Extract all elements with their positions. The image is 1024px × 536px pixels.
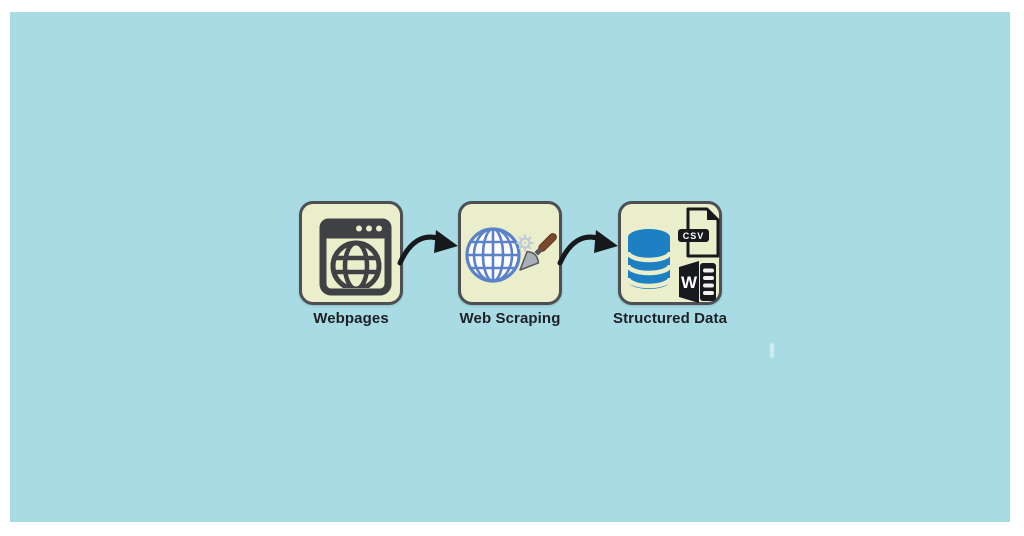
- csv-file-icon: CSV: [678, 207, 720, 258]
- browser-window-globe-icon: [319, 218, 392, 296]
- word-letter-text: W: [681, 273, 698, 292]
- database-icon: [625, 229, 673, 289]
- flow-node-web-scraping: [458, 201, 562, 305]
- word-doc-icon: W: [679, 261, 716, 303]
- flow-arrow-1: [397, 230, 458, 266]
- flow-arrow-2: [557, 230, 618, 266]
- globe-gear-scraper-icon: [465, 227, 557, 283]
- csv-badge-text: CSV: [683, 231, 705, 241]
- gear-icon: [516, 234, 534, 252]
- node-label-structured-data: Structured Data: [612, 310, 728, 327]
- node-label-webpages: Webpages: [313, 310, 389, 327]
- database-csv-word-icon: CSV W: [625, 207, 720, 303]
- cursor-artifact: [770, 343, 774, 358]
- node-label-web-scraping: Web Scraping: [459, 310, 561, 327]
- scraper-tool-icon: [519, 233, 557, 271]
- flow-node-structured-data: CSV W: [618, 201, 722, 305]
- flow-node-webpages: [299, 201, 403, 305]
